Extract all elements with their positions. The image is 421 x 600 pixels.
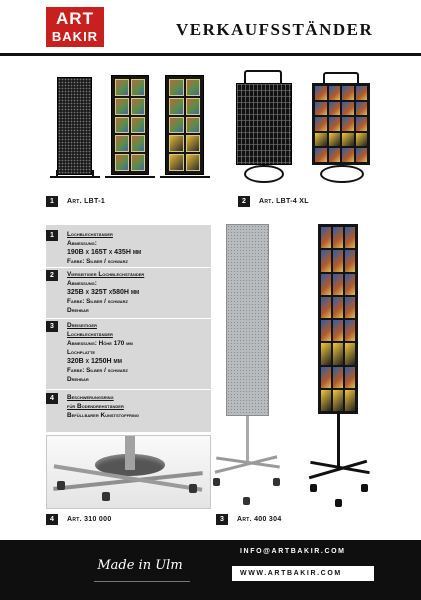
spec-heading: Lochblechständer bbox=[67, 331, 113, 338]
postcard-tower-top bbox=[323, 72, 359, 84]
spec-lines: Vierseitiger Lochblechständer Abmessung:… bbox=[67, 270, 209, 315]
product-number-badge: 1 bbox=[46, 196, 58, 207]
spec-line: Lochplatte bbox=[67, 349, 96, 356]
spec-box: 1 Lochblechständer Abmessung: 190B x 165… bbox=[46, 225, 211, 432]
spec-separator bbox=[46, 267, 211, 268]
stand-leg bbox=[92, 170, 94, 177]
logo-line-2: BAKIR bbox=[51, 29, 99, 44]
spec-line: Befüllbarer Kunststoffring bbox=[67, 412, 140, 419]
product-image-310-000 bbox=[46, 435, 211, 509]
art-bakir-logo[interactable]: ART BAKIR bbox=[46, 7, 104, 47]
spec-number-badge: 4 bbox=[46, 393, 58, 404]
stand-foot bbox=[160, 176, 210, 178]
spec-line: Abmessung: bbox=[67, 240, 97, 247]
postcard-tower-base bbox=[320, 165, 364, 183]
column-pole bbox=[246, 416, 249, 461]
caster-wheel bbox=[243, 497, 250, 505]
spec-line: Drehbar bbox=[67, 376, 89, 383]
product-article: Art. LBT-1 bbox=[67, 198, 106, 205]
pegboard-panel bbox=[57, 77, 92, 175]
spec-lines: Dreiseitiger Lochblechständer Abmessung:… bbox=[67, 321, 209, 384]
spec-line: Abmessung: Höhe 170 mm bbox=[67, 340, 133, 347]
spec-lines: Lochblechständer Abmessung: 190B x 165T … bbox=[67, 230, 209, 266]
perforated-column bbox=[226, 224, 269, 416]
spec-separator bbox=[46, 318, 211, 319]
loaded-column bbox=[318, 224, 358, 414]
email-link[interactable]: INFO@ARTBAKIR.COM bbox=[240, 548, 346, 555]
page-title: VERKAUFSSTÄNDER bbox=[176, 20, 374, 39]
wire-tower-base bbox=[244, 165, 284, 183]
product-number-badge: 3 bbox=[216, 514, 228, 525]
spec-line: Farbe: Silber / schwarz bbox=[67, 298, 128, 305]
spec-line: 190B x 165T x 435H mm bbox=[67, 249, 142, 256]
caster-wheel bbox=[213, 478, 220, 486]
product-label-1: 1 Art. LBT-1 bbox=[46, 196, 105, 207]
spec-heading: Lochblechständer bbox=[67, 231, 113, 238]
product-label-3: 3 Art. 400 304 bbox=[216, 514, 282, 525]
product-article: Art. 310 000 bbox=[67, 516, 112, 523]
product-label-2: 2 Art. LBT-4 XL bbox=[238, 196, 309, 207]
wire-tower bbox=[236, 83, 292, 165]
spec-heading: für Bodendrehständer bbox=[67, 403, 124, 410]
spec-lines: Beschwerungsring für Bodendrehständer Be… bbox=[67, 393, 209, 420]
spec-heading: Beschwerungsring bbox=[67, 394, 114, 401]
caster-wheel bbox=[310, 484, 317, 492]
spec-line: Farbe: Silber / schwarz bbox=[67, 367, 128, 374]
caster-wheel bbox=[273, 478, 280, 486]
spec-line: 325B x 325T x580H mm bbox=[67, 289, 140, 296]
spec-heading: Dreiseitiger bbox=[67, 322, 97, 329]
caster-wheel bbox=[335, 499, 342, 507]
caster-wheel bbox=[361, 484, 368, 492]
postcard-tower bbox=[312, 83, 370, 165]
postcard-panel-with-holders bbox=[165, 75, 204, 175]
postcard-panel bbox=[111, 75, 149, 175]
product-article: Art. LBT-4 XL bbox=[259, 198, 309, 205]
ring-center-pole bbox=[125, 436, 135, 470]
stand-leg bbox=[56, 170, 58, 177]
caster-wheel bbox=[57, 481, 65, 490]
product-article: Art. 400 304 bbox=[237, 516, 282, 523]
header: ART BAKIR VERKAUFSSTÄNDER bbox=[0, 0, 421, 56]
spec-line: Farbe: Silber / schwarz bbox=[67, 258, 128, 265]
header-divider bbox=[0, 53, 421, 56]
caster-wheel bbox=[102, 492, 110, 501]
website-link[interactable]: WWW.ARTBAKIR.COM bbox=[232, 566, 374, 581]
spec-line: 320B x 1250H mm bbox=[67, 358, 122, 365]
column-pole bbox=[337, 414, 340, 466]
spec-number-badge: 2 bbox=[46, 270, 58, 281]
stand-foot bbox=[105, 176, 155, 178]
spec-line: Abmessung: bbox=[67, 280, 97, 287]
product-label-4: 4 Art. 310 000 bbox=[46, 514, 112, 525]
wire-tower-top bbox=[244, 70, 282, 84]
spec-number-badge: 3 bbox=[46, 321, 58, 332]
product-number-badge: 2 bbox=[238, 196, 250, 207]
stand-foot bbox=[50, 176, 100, 178]
product-number-badge: 4 bbox=[46, 514, 58, 525]
spec-heading: Vierseitiger Lochblechständer bbox=[67, 271, 145, 278]
logo-line-1: ART bbox=[56, 9, 94, 28]
signature-underline bbox=[94, 581, 190, 582]
spec-line: Drehbar bbox=[67, 307, 89, 314]
caster-wheel bbox=[189, 484, 197, 493]
spec-number-badge: 1 bbox=[46, 230, 58, 241]
spec-separator bbox=[46, 389, 211, 390]
made-in-signature: Made in Ulm bbox=[97, 558, 183, 573]
